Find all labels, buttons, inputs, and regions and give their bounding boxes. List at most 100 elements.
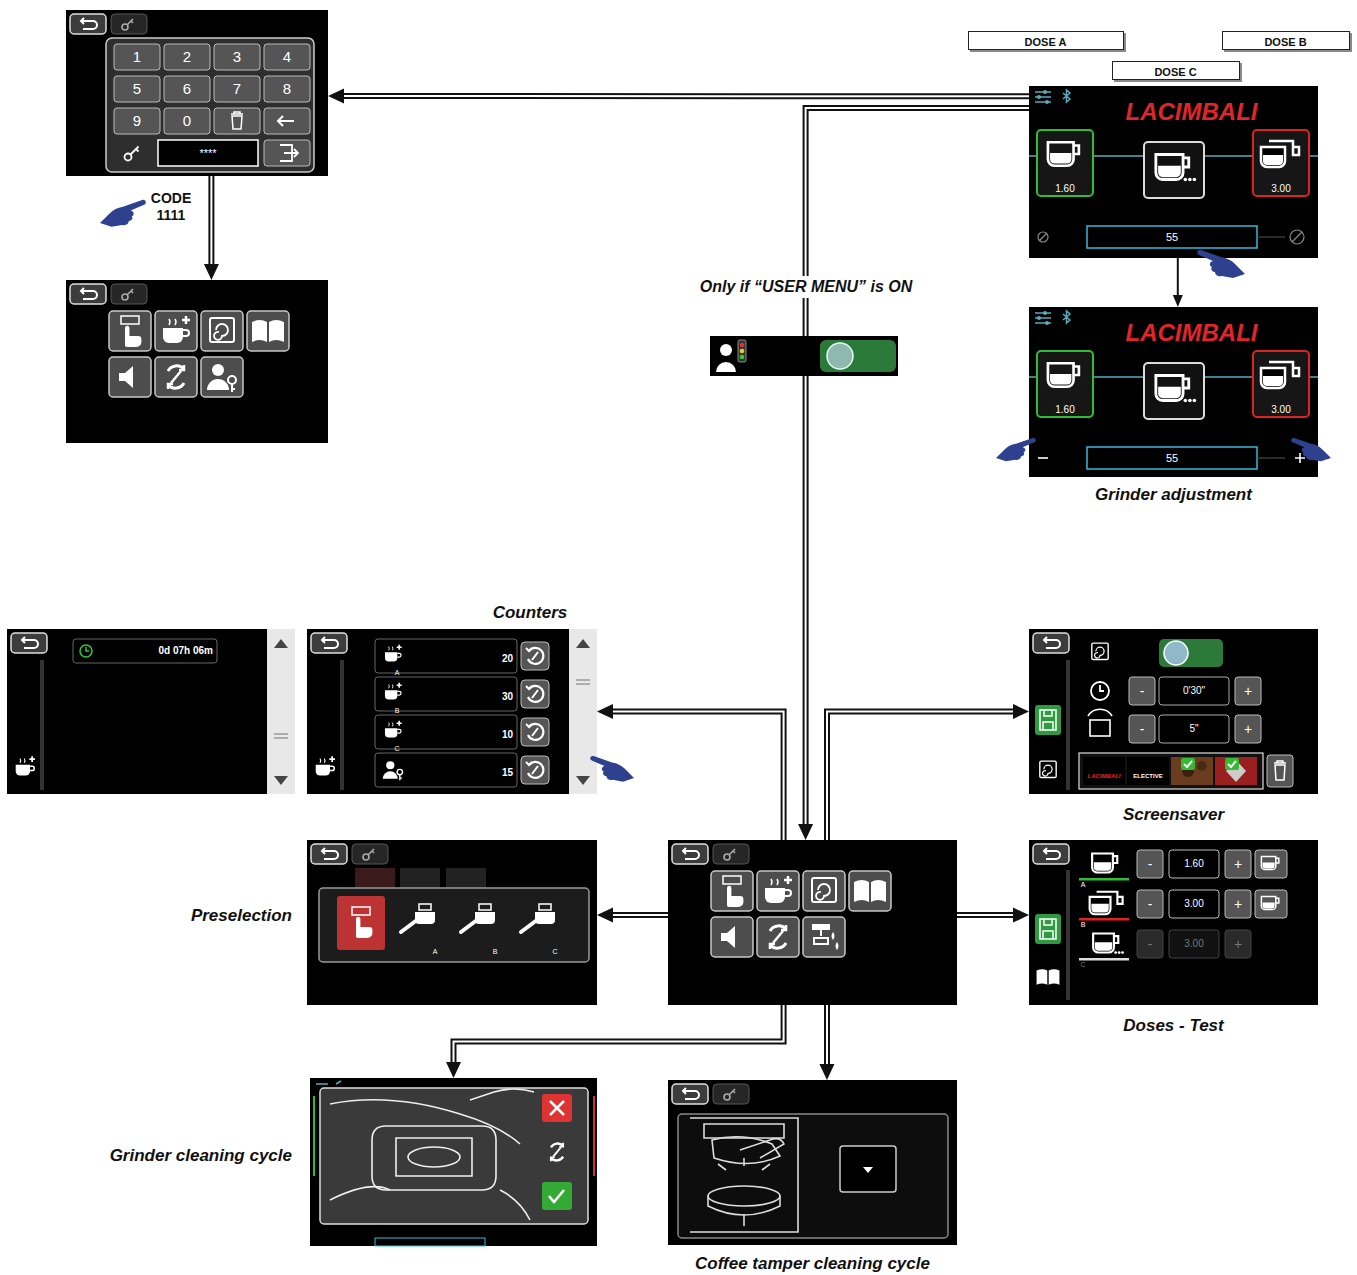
double-line-inner [210,176,212,264]
preselection-screen-text-slot: Preselection [172,904,292,928]
screen-graphic [1235,715,1261,743]
screen-graphic [740,343,745,348]
screen-graphic [1292,232,1302,242]
screensaver-screen-text-slot: Screensaver [1029,803,1318,827]
screen-graphic [385,721,402,738]
preselection-screen-text-slot: A [429,940,441,950]
screen-graphic [711,917,753,957]
double-line-inner [454,1005,784,1062]
screen-graphic [264,140,310,166]
key-icon [125,154,132,161]
screen-graphic [720,344,732,356]
dose-label: DOSE A [968,31,1124,50]
screen-graphic [1137,890,1163,918]
screen-graphic [11,633,47,653]
tamper-cleaning-screen-text-slot: Coffee tamper cleaning cycle [628,1252,997,1275]
screen-graphic [1100,685,1104,691]
screen-graphic [1169,850,1219,878]
screen-graphic [311,844,347,864]
screen-graphic [314,1096,594,1176]
screen-graphic [721,926,735,948]
preselection-icon [121,316,141,347]
screen-graphic [311,633,347,653]
grinder-adjustment-screen: LACIMBALI1.603.0055Grinder adjustment [1029,307,1318,477]
screen-graphic [214,108,260,134]
double-line-inner [827,712,1013,841]
keypad-screen-text-slot: 5 [114,76,160,102]
screen-graphic [718,1158,770,1170]
counters-screen-text: C [394,744,399,754]
screensaver-screen-text-slot: 5" [1159,715,1229,743]
dose-label-text: DOSE A [1025,34,1067,50]
doses-test-screen-text: B [1081,920,1086,930]
double-line-outer [454,1005,784,1062]
keypad-screen-text-slot: 9 [114,108,160,134]
screen-graphic [1035,914,1061,944]
screen-graphic [16,756,35,775]
screen-graphic [164,108,210,134]
doses-test-screen-text-slot: - [1137,890,1163,918]
timer-screen-text-slot: 0d 07h 06m [103,639,213,663]
screen-graphic [550,1101,564,1115]
screen-graphic [319,888,589,962]
preselection-screen-text-slot: C [549,940,561,950]
counters-screen-text-slot: 10 [453,724,513,740]
screen-graphic [1092,643,1108,659]
doses-test-screen-text-slot: A [1077,873,1089,883]
screen-graphic [1129,677,1261,743]
menu-screen [66,280,328,443]
arrow-head [597,704,613,719]
screen-graphic [274,639,288,785]
keypad-screen-text: **** [199,140,216,166]
screen-graphic [1291,438,1331,461]
screen-graphic [264,76,310,102]
main-screen-text-slot: LACIMBALI [1104,94,1279,130]
screen-graphic [812,878,836,902]
screen-graphic [330,1100,520,1144]
flow-arrow [597,704,784,840]
doses-test-screen-text-slot: C [1077,953,1089,963]
screen-graphic [1164,641,1188,665]
counters-screen-text-slot: 15 [453,762,513,778]
trash-icon [231,112,243,129]
double-line-inner [613,914,668,916]
screen-graphic [375,639,517,787]
screen-graphic [372,1126,496,1190]
pointing-hands [100,200,1331,782]
screen-graphic [375,753,517,787]
counters-screen-text-slot: A [391,661,403,671]
screen-graphic [740,1139,784,1158]
screen-graphic [1127,757,1169,785]
screen-graphic [521,756,549,784]
screen-graphic [340,660,344,790]
screen-graphic [155,311,197,351]
keypad-screen: 1234567890**** [66,10,328,176]
keypad-screen-text-slot: 6 [164,76,210,102]
screen-graphic [840,1146,896,1192]
arrow-head [1013,704,1029,719]
screen-graphic [264,44,310,70]
edge-label-slot: CODE 1111 [140,190,202,226]
keypad-screen-text-slot: 1 [114,44,160,70]
keypad-screen-text-slot: **** [158,140,258,166]
screen-graphic [375,677,517,711]
screen-graphic [1228,761,1236,767]
backspace-icon [278,116,294,126]
screen-graphic [264,108,310,134]
screen-graphic [1197,761,1207,771]
screensaver-icon [210,318,234,342]
screen-graphic [1274,761,1286,780]
screen-graphic [712,1137,780,1164]
screen-graphic [1129,715,1155,743]
screensaver-screen-text-slot: - [1129,677,1155,705]
double-line-outer [827,712,1013,841]
doses-test-screen-text: 3.00 [1184,890,1203,918]
doses-test-screen-text-slot: + [1225,890,1251,918]
flow-arrow [1173,258,1183,307]
screen-graphic [812,924,839,950]
screen-graphic [849,871,891,911]
screen-graphic [1093,933,1124,953]
screen-graphic [274,734,288,738]
screen-graphic [1137,930,1251,958]
screen-graphic [1079,918,1129,921]
